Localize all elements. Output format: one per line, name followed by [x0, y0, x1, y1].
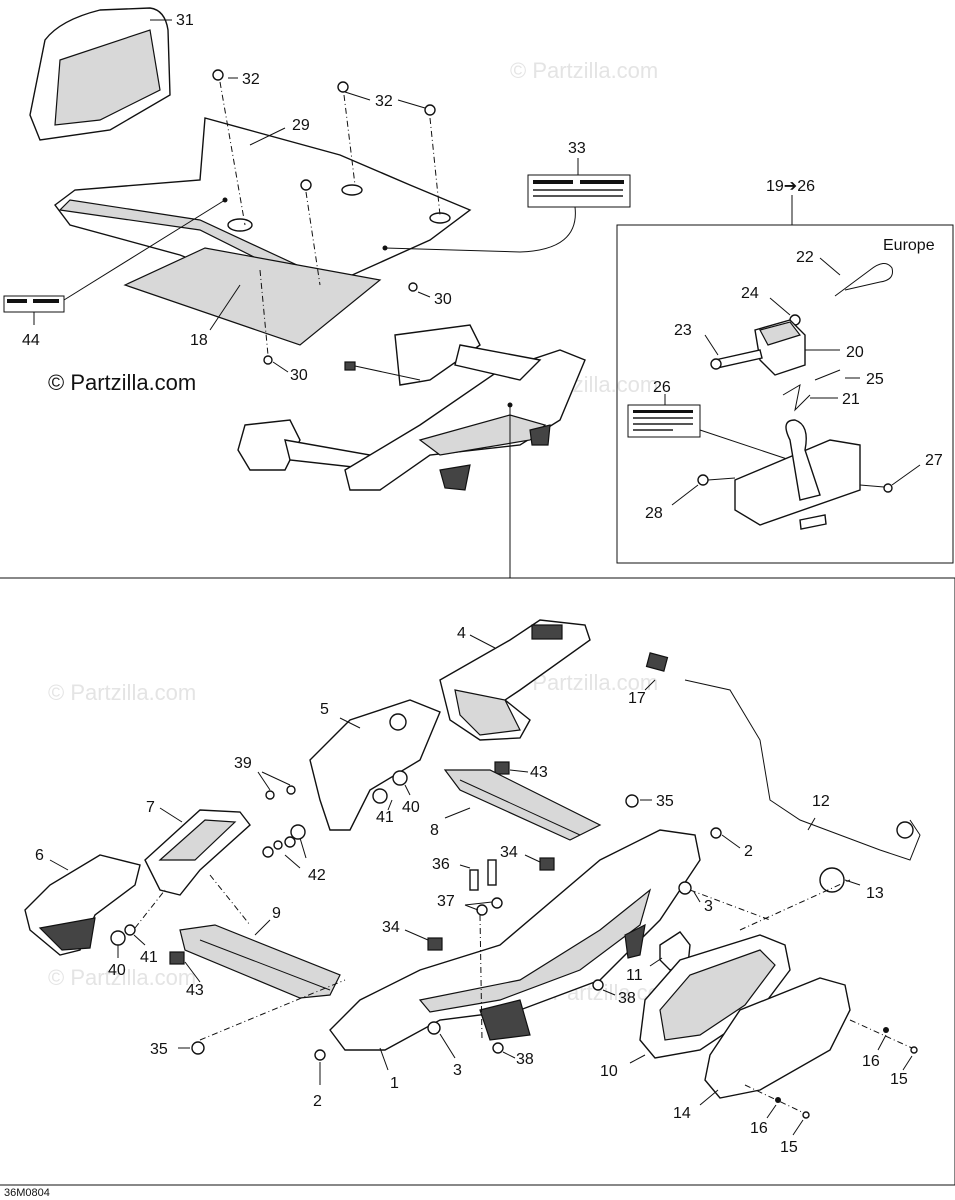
- callout-27: 27: [925, 452, 943, 469]
- part-1-body: [329, 829, 701, 1071]
- callout-2-upper: 2: [744, 843, 753, 860]
- callout-20: 20: [846, 344, 864, 361]
- callout-35-upper: 35: [656, 793, 674, 810]
- callout-28: 28: [645, 505, 663, 522]
- callout-11: 11: [626, 967, 643, 984]
- callout-41-lower: 41: [140, 949, 158, 966]
- part-4-rail-cap: [439, 619, 591, 741]
- callout-44: 44: [22, 332, 40, 349]
- callout-43-upper: 43: [530, 764, 548, 781]
- callout-40-lower: 40: [108, 962, 126, 979]
- fasteners-39-42: [257, 770, 411, 869]
- callout-43-lower: 43: [186, 982, 204, 999]
- fasteners-2-3: [314, 827, 741, 1085]
- callout-41-upper: 41: [376, 809, 394, 826]
- callout-35-lower: 35: [150, 1041, 168, 1058]
- part-6-cap: [24, 854, 141, 956]
- callout-42: 42: [308, 867, 326, 884]
- part-5-bracket: [309, 699, 441, 831]
- callout-33: 33: [568, 140, 586, 157]
- fasteners-36-37: [459, 859, 503, 916]
- detail-box: [0, 577, 955, 1186]
- callout-22: 22: [796, 249, 814, 266]
- watermark-top-right: © Partzilla.com: [510, 58, 658, 83]
- watermark-bottom-left: © Partzilla.com: [48, 965, 196, 990]
- europe-box: [616, 224, 954, 564]
- callout-9: 9: [272, 905, 281, 922]
- callout-30-lower: 30: [290, 367, 308, 384]
- watermark-dark: © Partzilla.com: [48, 370, 196, 395]
- callout-26: 26: [653, 379, 671, 396]
- fasteners-15-16: [744, 1019, 918, 1136]
- callout-8: 8: [430, 822, 439, 839]
- callout-4: 4: [457, 625, 466, 642]
- europe-label: Europe: [883, 237, 935, 254]
- diagram-code: 36M0804: [4, 1187, 50, 1199]
- callout-6: 6: [35, 847, 44, 864]
- callout-12: 12: [812, 793, 830, 810]
- group-19-26: 19➔26: [766, 178, 815, 195]
- part-14-lens: [699, 977, 851, 1106]
- callout-3-lower: 3: [453, 1062, 462, 1079]
- fasteners-32-30: [212, 69, 441, 373]
- part-18-mat: [123, 247, 382, 346]
- callout-21: 21: [842, 391, 860, 408]
- callout-37: 37: [437, 893, 455, 910]
- part-43-clips: [169, 761, 529, 983]
- callout-24: 24: [741, 285, 759, 302]
- callout-2-lower: 2: [313, 1093, 322, 1110]
- part-7-bracket: [144, 807, 251, 896]
- part-38-nuts: [492, 979, 616, 1059]
- callout-34-lower: 34: [382, 919, 400, 936]
- hitch-assembly: [627, 257, 921, 530]
- callout-14: 14: [673, 1105, 691, 1122]
- callout-23: 23: [674, 322, 692, 339]
- callout-18: 18: [190, 332, 208, 349]
- callout-25: 25: [866, 371, 884, 388]
- assembly-lines: [199, 874, 851, 1041]
- callout-32-right: 32: [375, 93, 393, 110]
- callout-17: 17: [628, 690, 646, 707]
- callout-34-upper: 34: [500, 844, 518, 861]
- part-33-label: [382, 158, 631, 253]
- fasteners-40-41-lower: [110, 889, 166, 958]
- rear-rack-assembly: [237, 324, 586, 578]
- part-31-cover: [29, 7, 172, 141]
- callout-32-left: 32: [242, 71, 260, 88]
- callout-15-left: 15: [780, 1139, 798, 1156]
- callout-30-upper: 30: [434, 291, 452, 308]
- part-34-clips: [404, 854, 555, 951]
- callout-3-upper: 3: [704, 898, 713, 915]
- callout-5: 5: [320, 701, 329, 718]
- callout-36: 36: [432, 856, 450, 873]
- callout-29: 29: [292, 117, 310, 134]
- part-10-lamp-housing: [629, 934, 791, 1064]
- part-9-rail: [179, 919, 341, 999]
- watermark-left: © Partzilla.com: [48, 680, 196, 705]
- callout-31: 31: [176, 12, 194, 29]
- part-17-12-13-wiring: [644, 652, 921, 893]
- callout-40-upper: 40: [402, 799, 420, 816]
- callout-1: 1: [390, 1075, 399, 1092]
- callout-38-lower: 38: [516, 1051, 534, 1068]
- part-44-label: [3, 197, 228, 325]
- callout-10: 10: [600, 1063, 618, 1080]
- callout-38-upper: 38: [618, 990, 636, 1007]
- part-8-rail: [443, 769, 602, 841]
- callout-16-left: 16: [750, 1120, 768, 1137]
- part-35-screws: [178, 794, 652, 1055]
- callout-13: 13: [866, 885, 884, 902]
- callout-39: 39: [234, 755, 252, 772]
- callout-15-right: 15: [890, 1071, 908, 1088]
- callout-7: 7: [146, 799, 155, 816]
- callout-16-right: 16: [862, 1053, 880, 1070]
